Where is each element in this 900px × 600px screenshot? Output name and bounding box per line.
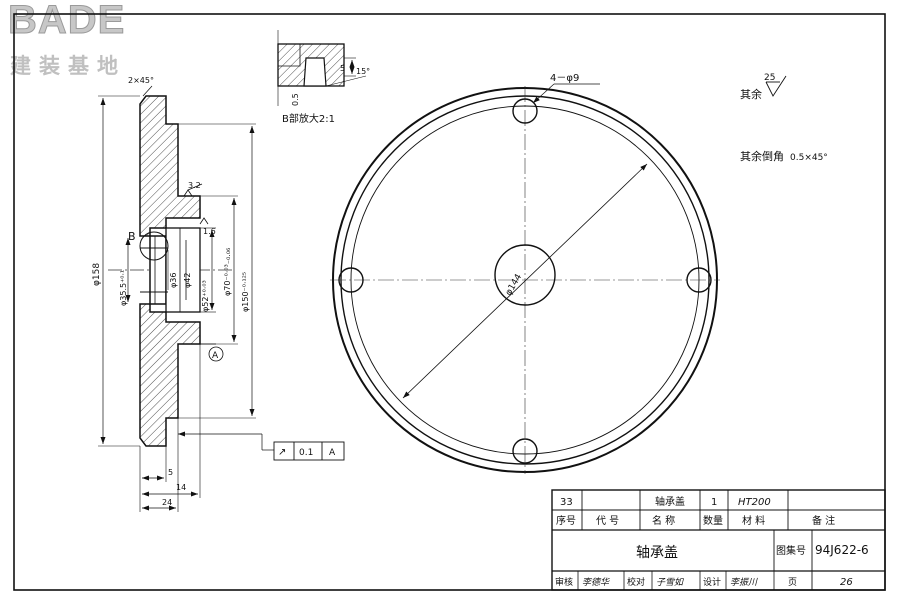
tolerance-symbol: ↗ <box>278 447 286 458</box>
dim-bore-42: φ42 <box>183 273 192 288</box>
title-block-text: 33 轴承盖 1 HT200 序号 代 号 名 称 数量 材 料 备 注 轴承盖… <box>555 495 869 588</box>
page-number: 26 <box>840 577 853 588</box>
part-name: 轴承盖 <box>655 495 685 508</box>
header-qty: 数量 <box>703 514 723 527</box>
detail-dim-5: 5 <box>340 64 345 73</box>
review-name: 李德华 <box>582 577 610 588</box>
check-name: 子雪如 <box>656 577 684 588</box>
page-label: 页 <box>788 577 797 588</box>
header-remark: 备 注 <box>812 514 835 527</box>
roughness-16: 1.6 <box>203 227 216 236</box>
bolt-hole-right <box>686 267 712 293</box>
detail-b-view: 5 15° 0.5 B部放大2:1 <box>277 30 370 125</box>
dim-len-14: 14 <box>176 483 186 492</box>
watermark-logo: BADE 建装基地 <box>7 0 168 84</box>
watermark-subtitle: 建装基地 <box>10 54 126 78</box>
tolerance-frame <box>273 441 345 461</box>
atlas-label: 图集号 <box>776 544 806 557</box>
chamfer-note: 其余倒角 <box>740 149 784 163</box>
roughness-32: 3.2 <box>188 181 201 190</box>
part-material: HT200 <box>738 497 771 508</box>
dim-len-5: 5 <box>168 468 173 477</box>
side-section-view: B 2×45° φ158 φ35.5⁺⁰·¹ φ36 φ42 φ52⁺⁰·⁰³ … <box>92 76 345 512</box>
datum-a-label: A <box>212 351 219 361</box>
dim-chamfer: 2×45° <box>128 76 154 85</box>
dim-bore-36: φ36 <box>169 273 178 288</box>
detail-dim-angle: 15° <box>356 67 370 76</box>
detail-b-label: B <box>128 230 136 243</box>
notes: 其余 25 其余倒角 0.5×45° <box>740 73 828 163</box>
roughness-note-value: 25 <box>764 73 775 83</box>
design-label: 设计 <box>703 576 721 588</box>
tolerance-value: 0.1 <box>299 448 313 458</box>
drawing-frame <box>13 13 886 591</box>
datum-a-circle <box>208 346 224 362</box>
detail-b-circle <box>139 231 169 261</box>
header-name: 名 称 <box>652 514 675 527</box>
tolerance-datum: A <box>329 448 336 458</box>
header-code: 代 号 <box>596 515 619 527</box>
roughness-note-prefix: 其余 <box>740 87 762 101</box>
front-view: φ144 4－φ9 <box>330 73 720 474</box>
design-name: 李振川 <box>730 577 758 588</box>
check-label: 校对 <box>627 576 645 588</box>
detail-caption: B部放大2:1 <box>282 112 335 125</box>
title-block <box>551 489 886 591</box>
chamfer-note-value: 0.5×45° <box>790 153 828 163</box>
atlas-number: 94J622-6 <box>815 543 869 557</box>
part-qty: 1 <box>711 497 717 508</box>
part-seq: 33 <box>560 497 573 508</box>
dim-outer-dia: φ158 <box>92 263 102 286</box>
bolt-hole-bottom <box>512 438 538 464</box>
holes-label: 4－φ9 <box>550 73 579 84</box>
dim-52: φ52⁺⁰·⁰³ <box>201 280 210 312</box>
review-label: 审核 <box>555 576 573 588</box>
dim-groove-dia: φ35.5⁺⁰·¹ <box>119 270 128 306</box>
bolt-hole-left <box>338 267 364 293</box>
dim-len-24: 24 <box>162 498 172 507</box>
drawing-title: 轴承盖 <box>636 545 678 561</box>
header-material: 材 料 <box>742 514 765 527</box>
section-hatch-lower <box>139 303 201 447</box>
section-hatch-upper <box>139 95 201 237</box>
dim-70: φ70⁻⁰·⁰³₋₀.₀₆ <box>223 248 232 296</box>
bolt-hole-top <box>512 98 538 124</box>
header-seq: 序号 <box>556 514 576 527</box>
watermark-brand: BADE <box>7 0 126 43</box>
detail-dim-05: 0.5 <box>291 93 300 106</box>
dim-150: φ150⁻⁰·¹²⁵ <box>241 272 250 312</box>
